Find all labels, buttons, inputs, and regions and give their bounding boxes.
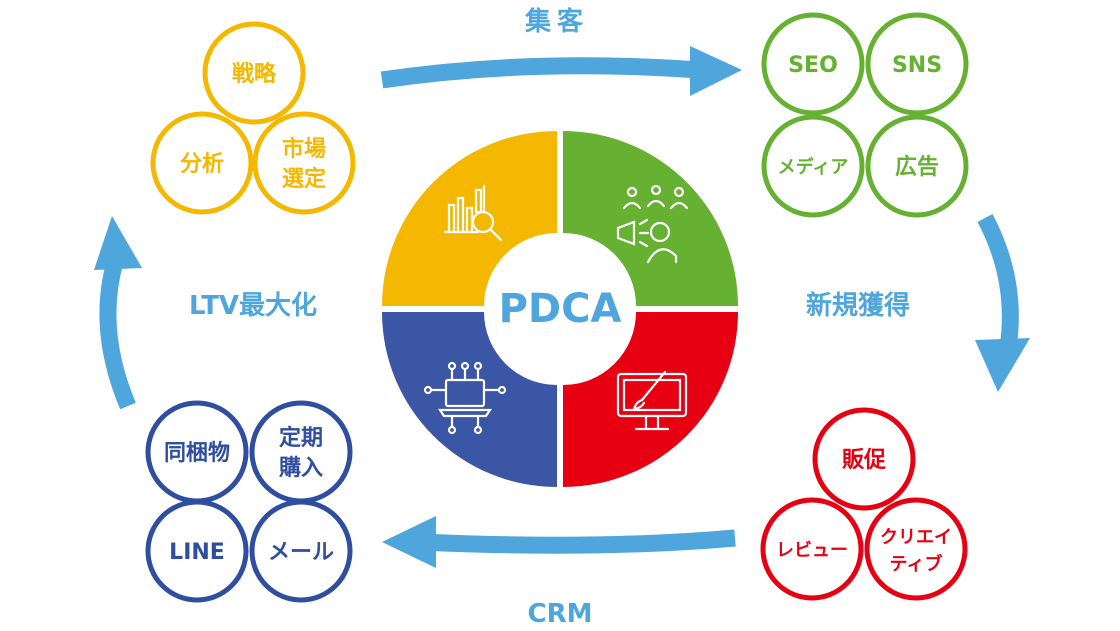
arrow-head-left	[94, 216, 142, 270]
cluster-strategy	[150, 21, 356, 215]
quadrant-plan	[382, 131, 557, 306]
arrow-heads	[94, 46, 1030, 568]
creative-label-line1: クリエイ	[880, 527, 952, 548]
quadrant-check	[563, 312, 738, 487]
inserts-label: 同梱物	[164, 440, 230, 466]
cluster-sales	[760, 407, 968, 601]
arrow-top	[380, 57, 701, 89]
megaphone-audience-icon	[616, 184, 689, 264]
sns-label: SNS	[892, 53, 942, 78]
promotion-label: 販促	[842, 448, 886, 473]
circle-media	[761, 114, 865, 218]
arrow-head-top	[690, 46, 742, 96]
pdca-donut: PDCA	[382, 131, 738, 487]
line-label: LINE	[169, 540, 225, 565]
circle-subscription	[249, 400, 353, 504]
arrow-right	[977, 214, 1019, 350]
arrow-bottom	[419, 529, 736, 554]
media-label: メディア	[778, 156, 849, 178]
circle-seo	[761, 12, 865, 116]
quadrant-act	[382, 312, 557, 487]
monitor-brush-icon	[616, 370, 688, 431]
ads-label: 広告	[895, 154, 939, 180]
cluster-retention	[145, 400, 353, 603]
seo-label: SEO	[788, 53, 838, 78]
market-label-line1: 市場	[282, 136, 326, 162]
circle-ads	[865, 114, 969, 218]
strategy-label: 戦略	[232, 61, 277, 87]
subscription-label-line2: 購入	[279, 456, 323, 481]
circle-sns	[865, 12, 969, 116]
quadrant-do	[563, 131, 738, 306]
circle-promotion	[812, 407, 916, 511]
cluster-acquisition	[761, 12, 969, 218]
flow-label-bottom: CRM	[528, 599, 593, 629]
circle-line	[145, 499, 249, 603]
laptop-circuit-icon	[423, 361, 507, 435]
flow-label-left: LTV最大化	[189, 291, 317, 321]
arrow-head-bottom	[382, 516, 436, 568]
arrow-left	[99, 259, 136, 410]
market-label-line2: 選定	[282, 166, 326, 192]
circle-market-selection	[252, 111, 356, 215]
center-label: PDCA	[499, 286, 622, 332]
flow-arrows	[99, 57, 1019, 554]
circle-creative	[864, 497, 968, 601]
circle-strategy	[202, 21, 306, 125]
flow-label-right: 新規獲得	[806, 290, 910, 321]
email-label: メール	[268, 540, 334, 565]
creative-label-line2: ティブ	[890, 553, 943, 575]
review-label: レビュー	[776, 540, 848, 561]
circle-email	[249, 499, 353, 603]
circle-analysis	[150, 111, 254, 215]
analysis-label: 分析	[180, 152, 224, 177]
arrow-head-right	[975, 338, 1030, 392]
chart-magnifier-icon	[443, 184, 503, 242]
subscription-label-line1: 定期	[279, 425, 323, 451]
circle-review	[760, 497, 864, 601]
flow-label-top: 集客	[524, 6, 589, 37]
